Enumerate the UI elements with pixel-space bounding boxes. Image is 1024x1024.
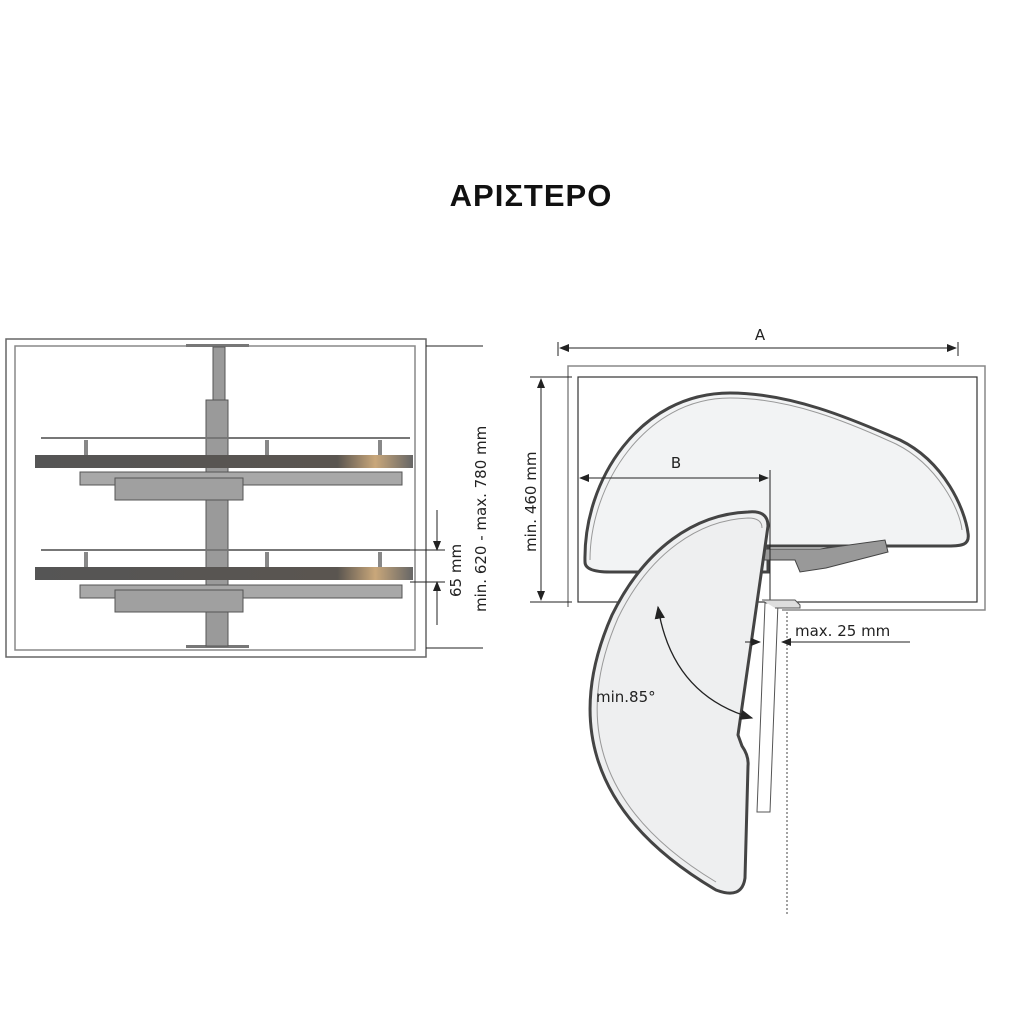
shelf-lower [35, 549, 413, 613]
door-gap-label: max. 25 mm [795, 622, 890, 640]
depth-b-label: B [671, 454, 681, 472]
height-label: min. 620 - max. 780 mm [472, 426, 490, 612]
tray [35, 455, 413, 468]
angle-arc [654, 605, 754, 720]
upper-shelf [583, 391, 970, 574]
shelf-upper [35, 437, 413, 501]
bracket [114, 589, 244, 613]
top-view: A min. 460 mm B max. 25 mm min.85° [522, 326, 986, 915]
side-view: 65 mm min. 620 - max. 780 mm [5, 338, 490, 658]
bracket [114, 477, 244, 501]
door-panel [756, 602, 779, 813]
cabinet-outer [567, 365, 986, 611]
angle-label: min.85° [596, 688, 656, 706]
bracket-mechanism [749, 539, 889, 573]
pole-upper [212, 346, 226, 402]
top-plate [186, 344, 249, 347]
depth-label: min. 460 mm [522, 452, 540, 552]
tray [35, 567, 413, 580]
cabinet-outer [5, 338, 427, 658]
page-title: ΑΡΙΣΤΕΡΟ [449, 178, 613, 213]
gap-label: 65 mm [447, 544, 465, 597]
width-label: A [755, 326, 766, 344]
